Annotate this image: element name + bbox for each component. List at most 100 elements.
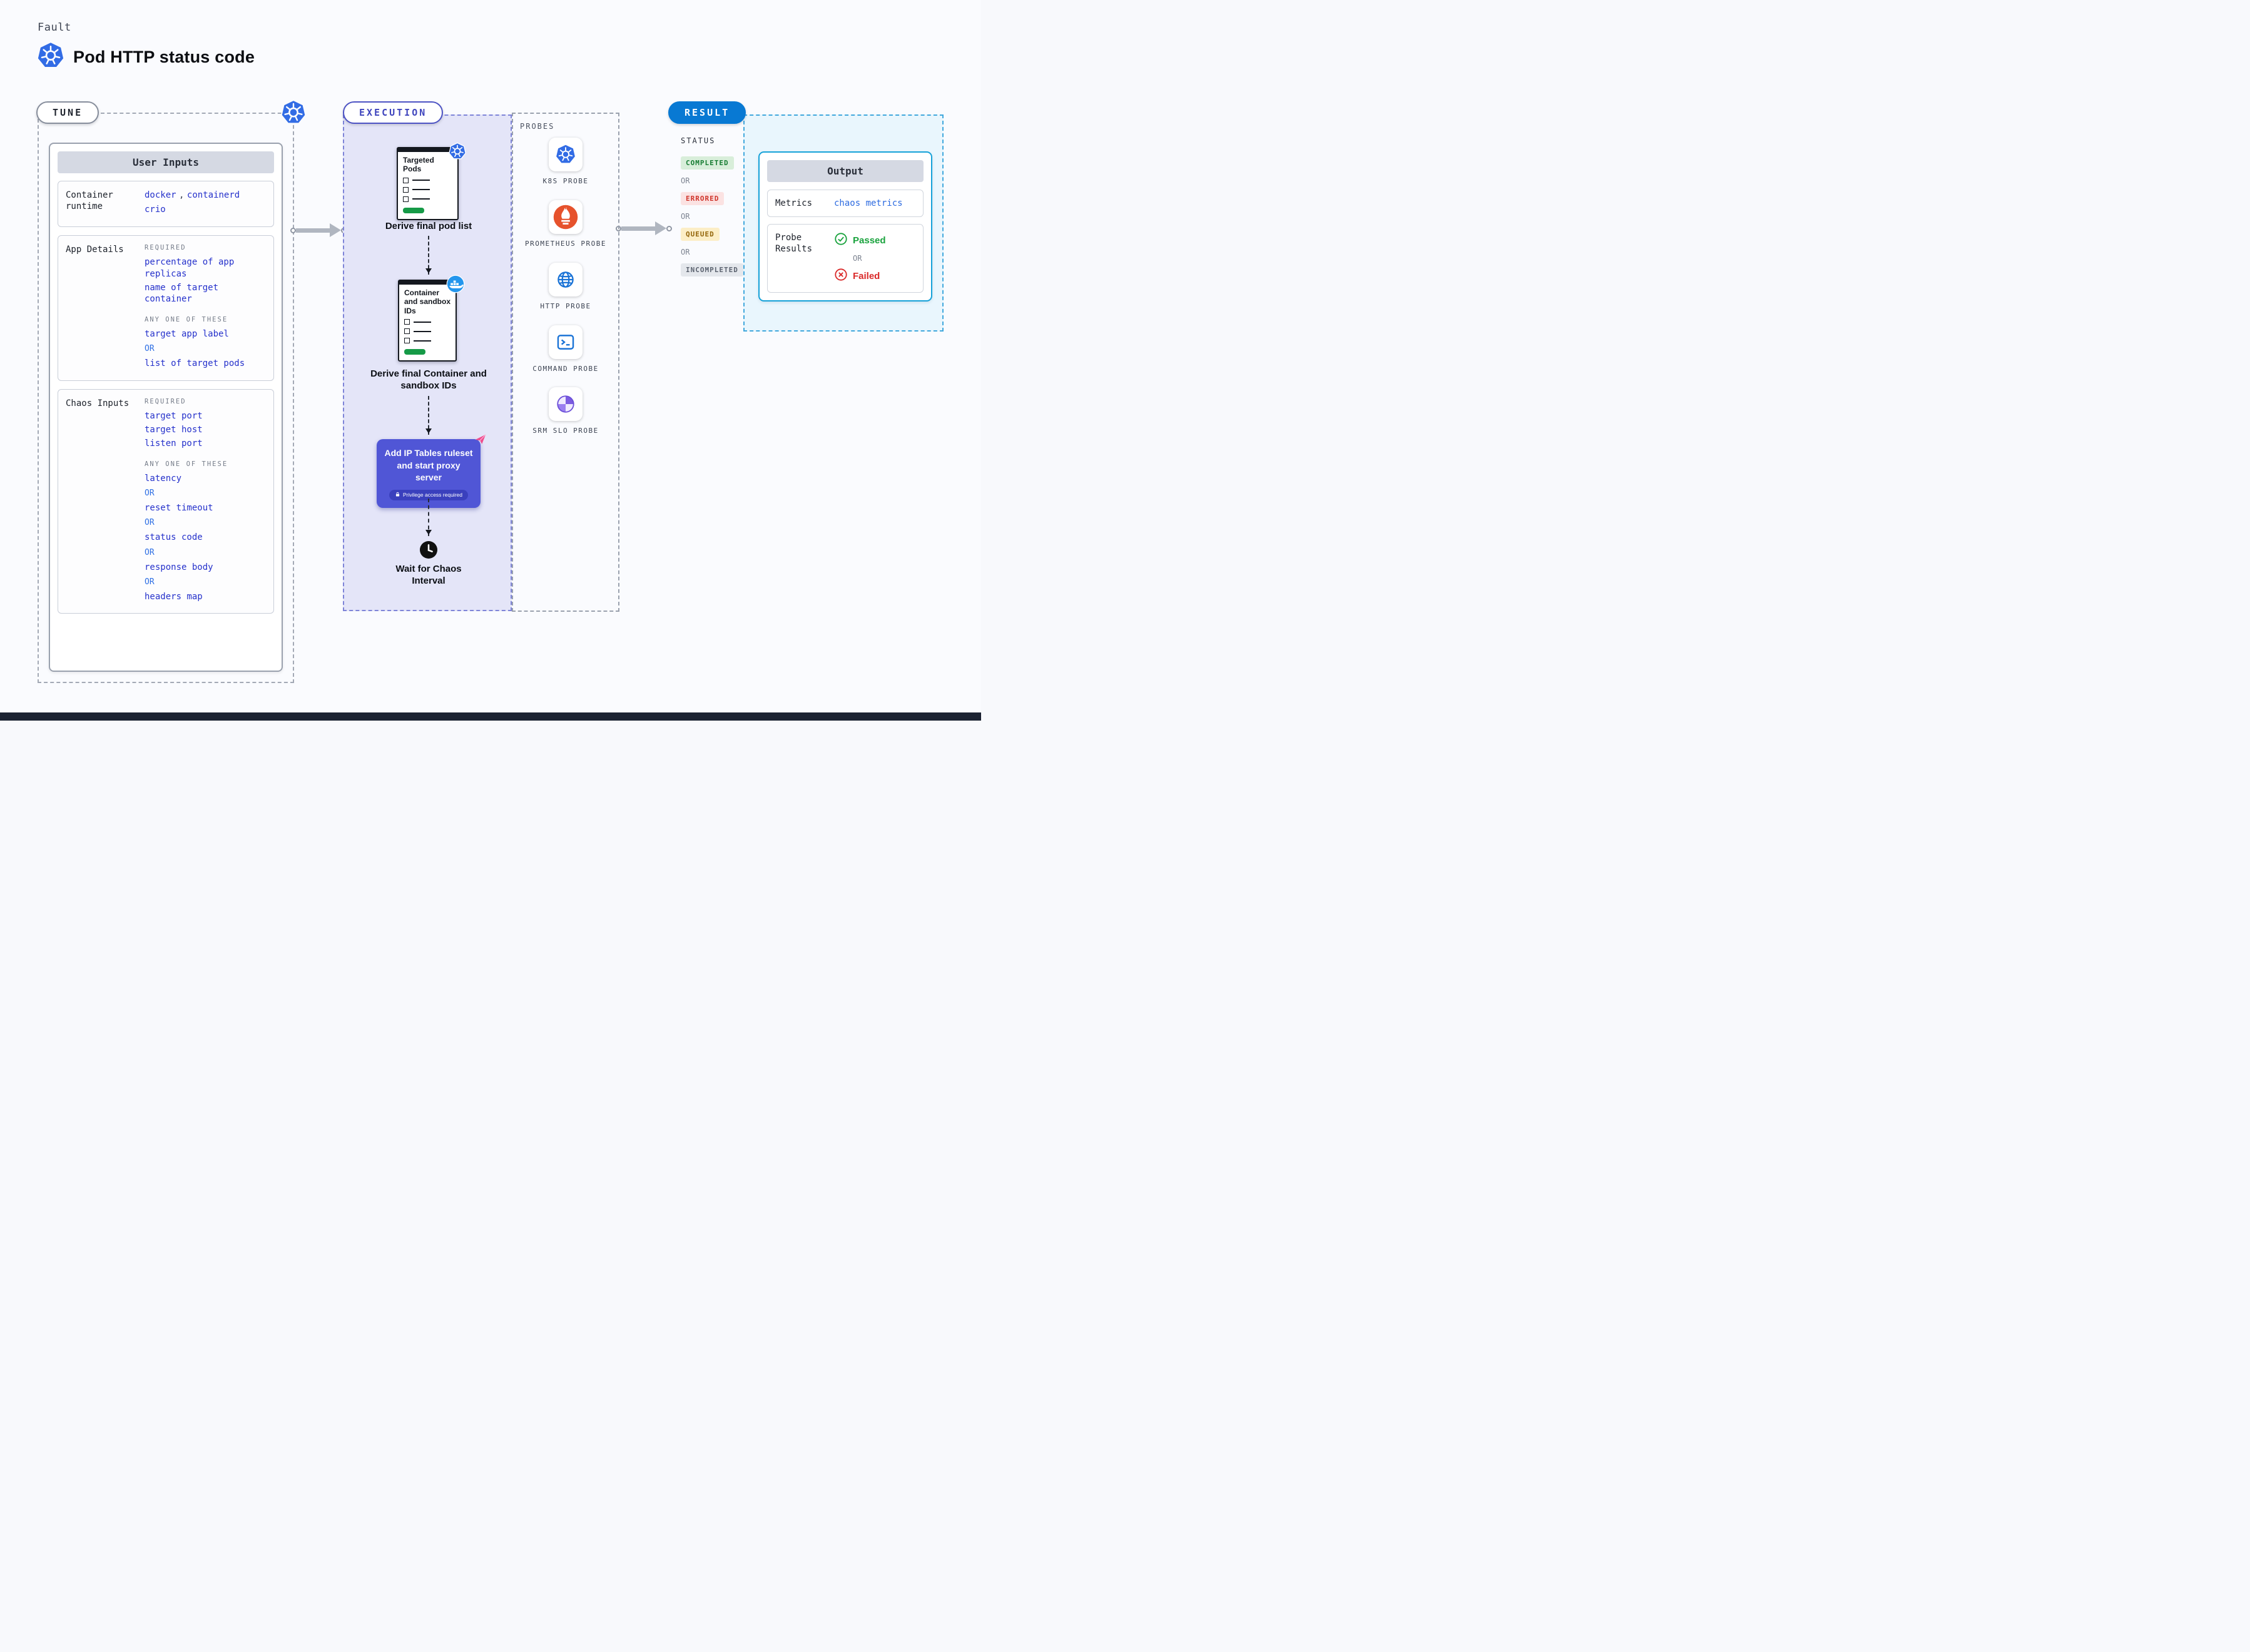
or-label: OR xyxy=(145,547,155,557)
probe-caption: HTTP PROBE xyxy=(540,302,591,310)
iptables-action-box: Add IP Tables ruleset and start proxy se… xyxy=(377,434,486,508)
status-badge-errored: ERRORED xyxy=(681,192,725,205)
probe-caption: PROMETHEUS PROBE xyxy=(525,239,606,248)
container-runtime-label: Container runtime xyxy=(66,190,113,212)
status-badge-completed: COMPLETED xyxy=(681,156,734,170)
app-details-row: App Details REQUIRED percentage of app r… xyxy=(58,235,274,381)
link-list-of-target-pods[interactable]: list of target pods xyxy=(145,358,245,369)
link-containerd[interactable]: containerd xyxy=(186,190,240,200)
chaos-flag-icon xyxy=(474,432,487,449)
flow-connector xyxy=(425,236,432,275)
execution-to-result-arrow xyxy=(616,221,672,235)
status-label: STATUS xyxy=(681,136,716,145)
tune-section xyxy=(38,113,294,683)
link-percentage-of-app-replicas[interactable]: percentage of app replicas xyxy=(145,257,235,279)
link-target-app-label[interactable]: target app label xyxy=(145,329,229,340)
diagram-canvas: Fault Pod HTTP status code TUNE User Inp… xyxy=(0,0,981,721)
progress-bar xyxy=(404,349,425,355)
probe-caption: COMMAND PROBE xyxy=(532,364,599,373)
failed-x-icon xyxy=(834,268,848,285)
flow-connector xyxy=(425,499,432,536)
execution-section: Targeted Pods Derive final pod list Cont… xyxy=(343,114,512,611)
or-label: OR xyxy=(681,248,690,256)
required-caption: REQUIRED xyxy=(145,397,186,405)
probes-label: PROBES xyxy=(520,122,555,131)
privilege-note: Privilege access required xyxy=(403,492,462,499)
output-card: Output Metrics chaos metrics Probe Resul… xyxy=(758,151,932,302)
link-response-body[interactable]: response body xyxy=(145,562,213,572)
link-target-host[interactable]: target host xyxy=(145,424,203,435)
link-target-port[interactable]: target port xyxy=(145,410,203,421)
link-headers-map[interactable]: headers map xyxy=(145,591,203,602)
comma-separator: , xyxy=(179,190,185,200)
link-latency[interactable]: latency xyxy=(145,474,182,484)
step-caption: Derive final pod list xyxy=(385,221,472,231)
or-label: OR xyxy=(145,577,155,587)
kubernetes-icon xyxy=(549,138,583,171)
probe-results-label: Probe Results xyxy=(775,233,813,255)
link-crio[interactable]: crio xyxy=(145,205,166,215)
result-pill: RESULT xyxy=(668,101,746,124)
user-inputs-title: User Inputs xyxy=(58,151,274,173)
or-label: OR xyxy=(145,518,155,528)
required-caption: REQUIRED xyxy=(145,244,186,252)
pie-chart-icon xyxy=(549,387,583,422)
chaos-inputs-values: REQUIRED target port target host listen … xyxy=(145,398,266,606)
or-label: OR xyxy=(853,254,862,263)
or-label: OR xyxy=(145,489,155,499)
step-caption: Derive final Container and sandbox IDs xyxy=(370,368,487,391)
tune-pill: TUNE xyxy=(36,101,99,124)
probe-caption: SRM SLO PROBE xyxy=(532,427,599,435)
chaos-inputs-row: Chaos Inputs REQUIRED target port target… xyxy=(58,388,274,614)
clock-icon xyxy=(419,540,439,563)
container-runtime-row: Container runtime docker , containerd cr… xyxy=(58,181,274,228)
status-badge-queued: QUEUED xyxy=(681,228,720,241)
link-reset-timeout[interactable]: reset timeout xyxy=(145,503,213,514)
metrics-label: Metrics xyxy=(775,198,813,208)
link-docker[interactable]: docker xyxy=(145,190,176,200)
link-status-code[interactable]: status code xyxy=(145,532,203,543)
chaos-inputs-label: Chaos Inputs xyxy=(66,398,130,408)
app-details-label: App Details xyxy=(66,245,124,255)
page-title: Pod HTTP status code xyxy=(73,48,255,66)
step-caption: Wait for Chaos Interval xyxy=(395,564,462,586)
status-badge-incompleted: INCOMPLETED xyxy=(681,263,743,276)
fault-eyebrow: Fault xyxy=(38,21,71,34)
terminal-icon xyxy=(549,325,583,359)
passed-check-icon xyxy=(834,232,848,249)
or-label: OR xyxy=(681,176,690,185)
doc-title: Container and sandbox IDs xyxy=(404,288,451,315)
globe-icon xyxy=(549,262,583,296)
lock-icon xyxy=(395,492,400,499)
doc-title: Targeted Pods xyxy=(403,156,434,174)
or-label: OR xyxy=(145,344,155,354)
output-title: Output xyxy=(767,160,924,182)
prometheus-probe: PROMETHEUS PROBE xyxy=(513,200,618,249)
title-row: Pod HTTP status code xyxy=(36,41,255,73)
kubernetes-icon xyxy=(448,142,467,164)
passed-label: Passed xyxy=(853,235,886,246)
probes-section: PROBES K8S PROBE PROMETHEUS PROBE HTTP P… xyxy=(512,113,619,612)
flow-connector xyxy=(425,396,432,435)
tune-to-execution-arrow xyxy=(290,223,347,237)
probe-caption: K8S PROBE xyxy=(542,177,589,185)
execution-pill: EXECUTION xyxy=(343,101,444,124)
failed-label: Failed xyxy=(853,271,880,282)
link-listen-port[interactable]: listen port xyxy=(145,438,203,448)
srm-slo-probe: SRM SLO PROBE xyxy=(513,387,618,436)
kubernetes-icon xyxy=(36,41,65,73)
any-one-caption: ANY ONE OF THESE xyxy=(145,460,228,469)
metrics-row: Metrics chaos metrics xyxy=(767,190,924,218)
link-chaos-metrics[interactable]: chaos metrics xyxy=(834,198,903,208)
privilege-pill: Privilege access required xyxy=(389,489,468,500)
result-section: Output Metrics chaos metrics Probe Resul… xyxy=(743,114,944,332)
command-probe: COMMAND PROBE xyxy=(513,325,618,374)
kubernetes-icon xyxy=(280,99,307,129)
k8s-probe: K8S PROBE xyxy=(513,138,618,186)
link-name-of-target-container[interactable]: name of target container xyxy=(145,282,219,304)
status-column: STATUS COMPLETED OR ERRORED OR QUEUED OR… xyxy=(681,136,751,276)
http-probe: HTTP PROBE xyxy=(513,262,618,312)
bottom-bar xyxy=(0,712,981,721)
container-sandbox-doc: Container and sandbox IDs xyxy=(398,275,465,362)
probe-results-row: Probe Results Passed OR Failed xyxy=(767,224,924,293)
